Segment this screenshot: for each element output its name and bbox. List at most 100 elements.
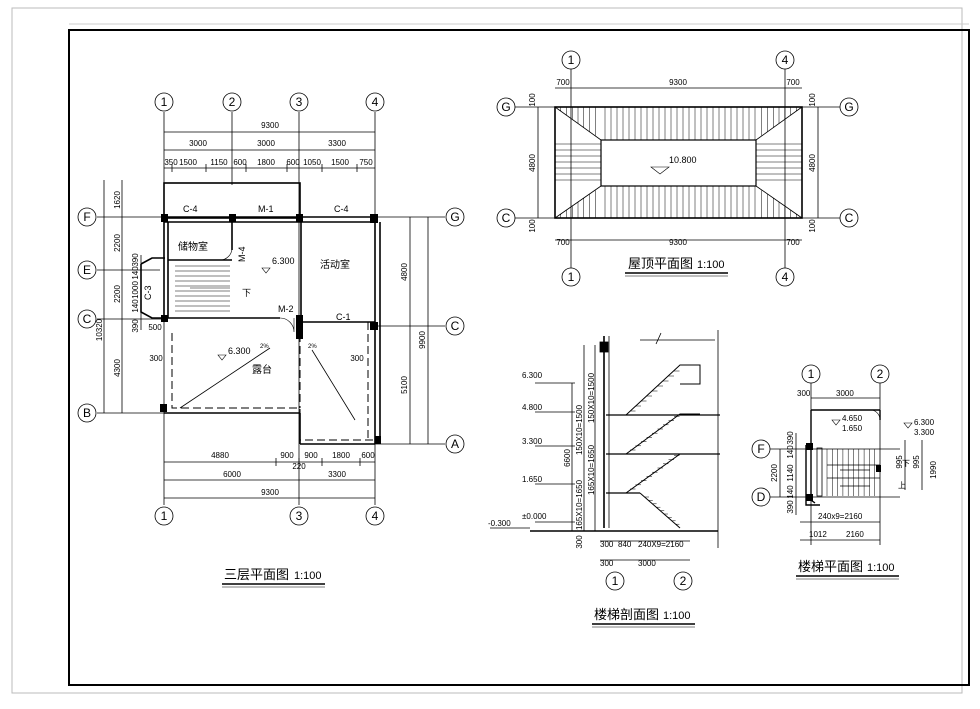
label-m1: M-1 [258, 204, 274, 214]
stairplan-r-995a: 995 [895, 455, 904, 469]
section-run-3000: 3000 [638, 559, 656, 568]
section-v-1650b: 165X10=1650 [575, 479, 584, 530]
roof-right-100b: 100 [808, 219, 817, 233]
stairplan-down: 下 [902, 459, 910, 468]
stairplan-axis-2: 2 [877, 367, 884, 381]
dim-top-d2: 1500 [179, 158, 197, 167]
axis-F-left: F [83, 210, 90, 224]
stairplan-l-140a: 140 [786, 445, 795, 459]
dim-inner-300b: 300 [350, 354, 364, 363]
section-v-300: 300 [575, 535, 584, 549]
stairplan-elev-6300: 6.300 [914, 418, 935, 427]
title-roof: 屋顶平面图 1:100 [625, 256, 728, 277]
section-elev-0000: ±0.000 [522, 512, 547, 521]
stairplan-l-390b: 390 [786, 500, 795, 514]
roof-axis-C-left: C [502, 211, 511, 225]
stairplan-elev-4650: 4.650 [842, 414, 863, 423]
dim-right-total: 9900 [418, 331, 427, 349]
title-stair-plan: 楼梯平面图 1:100 [796, 559, 899, 580]
dim-bot-total: 9300 [261, 488, 279, 497]
sheet-frame [68, 29, 970, 686]
section-elev-1650: 1.650 [522, 475, 543, 484]
dim-left-total: 10320 [95, 318, 104, 341]
dim-bot-d4: 1800 [332, 451, 350, 460]
roof-left-100a: 100 [528, 93, 537, 107]
axis-4-top: 4 [372, 95, 379, 109]
roof-axis-4-bottom: 4 [782, 270, 789, 284]
stairplan-r-1990: 1990 [929, 461, 938, 479]
dim-left-2200a: 2200 [113, 234, 122, 252]
stairplan-top-3000: 3000 [836, 389, 854, 398]
slope-2: 2% [308, 344, 317, 350]
room-activity: 活动室 [320, 258, 350, 271]
dim-left-1620: 1620 [113, 191, 122, 209]
stairplan-l-2200: 2200 [770, 464, 779, 482]
dim-right-5100: 5100 [400, 376, 409, 394]
dim-top-d1: 350 [164, 158, 178, 167]
stairplan-l-1140: 1140 [786, 464, 795, 482]
section-v-1650a: 165X10=1650 [587, 444, 596, 495]
dim-top-bay3: 3300 [328, 139, 346, 148]
stairplan-axis-D: D [757, 490, 766, 504]
stair-section [490, 330, 720, 561]
stairplan-elev-1650: 1.650 [842, 424, 863, 433]
title-third-floor-scale: 1:100 [294, 570, 322, 582]
axis-E-left: E [83, 263, 91, 277]
stairplan-2160: 2160 [846, 530, 864, 539]
title-roof-name: 屋顶平面图 [628, 256, 693, 271]
section-axis-2: 2 [680, 574, 687, 588]
stairplan-r-995b: 995 [912, 455, 921, 469]
stairplan-elev-3300: 3.300 [914, 428, 935, 437]
stairplan-axis-1: 1 [808, 367, 815, 381]
roof-bot-700-right: 700 [786, 238, 800, 247]
roof-left-100b: 100 [528, 219, 537, 233]
roof-axis-C-right: C [845, 211, 854, 225]
stairplan-axis-F: F [757, 442, 764, 456]
title-roof-scale: 1:100 [697, 259, 725, 271]
dim-inner-300a: 300 [149, 354, 163, 363]
stair-plan [770, 383, 923, 545]
axis-4-bottom: 4 [372, 509, 379, 523]
stairplan-run: 240x9=2160 [818, 512, 863, 521]
roof-bot-total: 9300 [669, 238, 687, 247]
stairplan-l-140b: 140 [786, 485, 795, 499]
title-stair-plan-scale: 1:100 [867, 562, 895, 574]
dim-bot-d1: 4880 [211, 451, 229, 460]
axis-3-top: 3 [296, 95, 303, 109]
label-c4-right: C-4 [334, 204, 349, 214]
roof-axis-G-left: G [501, 100, 510, 114]
section-run-300b: 300 [600, 559, 614, 568]
axis-1-top: 1 [161, 95, 168, 109]
dim-bot-s1: 6000 [223, 470, 241, 479]
dim-left-4300: 4300 [113, 359, 122, 377]
axis-3-bottom: 3 [296, 509, 303, 523]
section-elev-6300: 6.300 [522, 371, 543, 380]
dim-top-d7: 1050 [303, 158, 321, 167]
room-storage: 储物室 [178, 240, 208, 253]
axis-A-right: A [451, 437, 459, 451]
label-c3: C-3 [143, 285, 153, 300]
dim-left-140b: 140 [131, 299, 140, 313]
label-stair-down: 下 [242, 288, 251, 298]
third-floor-plan [97, 112, 445, 505]
roof-elevation: 10.800 [669, 155, 697, 165]
dim-left-390a: 390 [131, 253, 140, 267]
dim-top-d5: 1800 [257, 158, 275, 167]
section-v-1500b: 150X10=1500 [575, 404, 584, 455]
section-elev-4800: 4.800 [522, 403, 543, 412]
stairplan-1012: 1012 [809, 530, 827, 539]
section-run-300: 300 [600, 540, 614, 549]
section-axis-1: 1 [612, 574, 619, 588]
label-c4-left: C-4 [183, 204, 198, 214]
title-stair-section-scale: 1:100 [663, 610, 691, 622]
roof-right-100a: 100 [808, 93, 817, 107]
axis-bubbles-third-floor [77, 92, 465, 526]
title-third-floor-name: 三层平面图 [224, 567, 289, 582]
roof-right-4800: 4800 [808, 154, 817, 172]
elevation-terrace: 6.300 [228, 346, 251, 356]
stairplan-up: 上 [898, 481, 906, 490]
elevation-activity: 6.300 [272, 256, 295, 266]
dim-top-d6: 600 [286, 158, 300, 167]
axis-2-top: 2 [229, 95, 236, 109]
section-elev-minus300: -0.300 [488, 519, 511, 528]
